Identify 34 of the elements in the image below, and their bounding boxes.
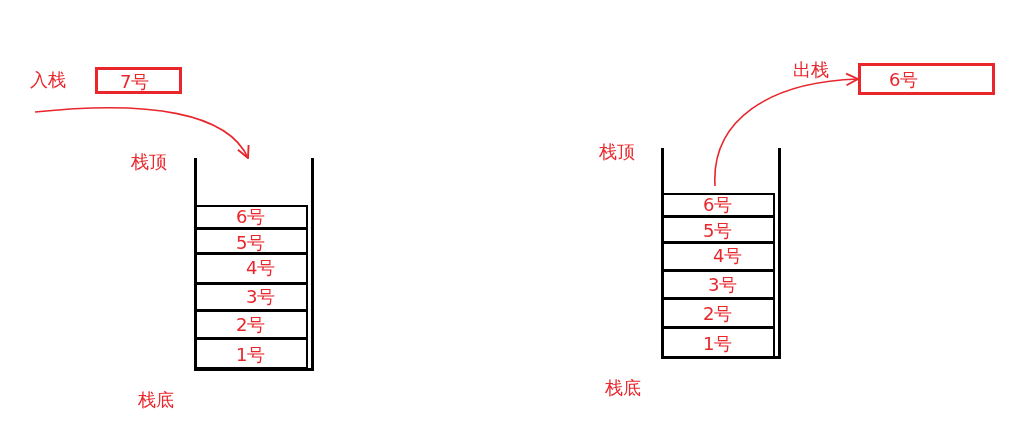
slot-label: 5号 [236,233,266,253]
stack-slot [194,205,308,229]
slot-label: 6号 [889,70,919,90]
arrow [714,73,859,187]
stack-slot [661,298,775,328]
stack-slot [194,338,308,369]
slot-label: 4号 [246,258,276,278]
side-label: 栈底 [138,390,174,410]
slot-label: 4号 [713,246,743,266]
slot-label: 5号 [703,221,733,241]
slot-label: 6号 [703,195,733,215]
slot-label: 3号 [246,287,276,307]
stack-slot [661,193,775,217]
slot-label: 3号 [708,275,738,295]
stack-slot [661,242,775,271]
slot-label: 7号 [120,72,150,92]
side-label: 栈顶 [599,142,635,162]
stack-slot [661,327,775,359]
stack-slot [661,270,775,299]
stack-slot [194,310,308,339]
side-label: 栈顶 [131,152,167,172]
stack-slot [194,283,308,311]
slot-label: 2号 [703,304,733,324]
slot-label: 2号 [236,315,266,335]
slot-label: 6号 [236,207,266,227]
slot-label: 1号 [703,334,733,354]
side-label: 栈底 [605,378,641,398]
stack-slot [194,228,308,254]
slot-label: 1号 [236,345,266,365]
side-label: 入栈 [30,70,66,90]
arrow [34,107,249,159]
side-label: 出栈 [793,60,829,80]
stack-slot [661,216,775,243]
stack-slot [194,253,308,284]
